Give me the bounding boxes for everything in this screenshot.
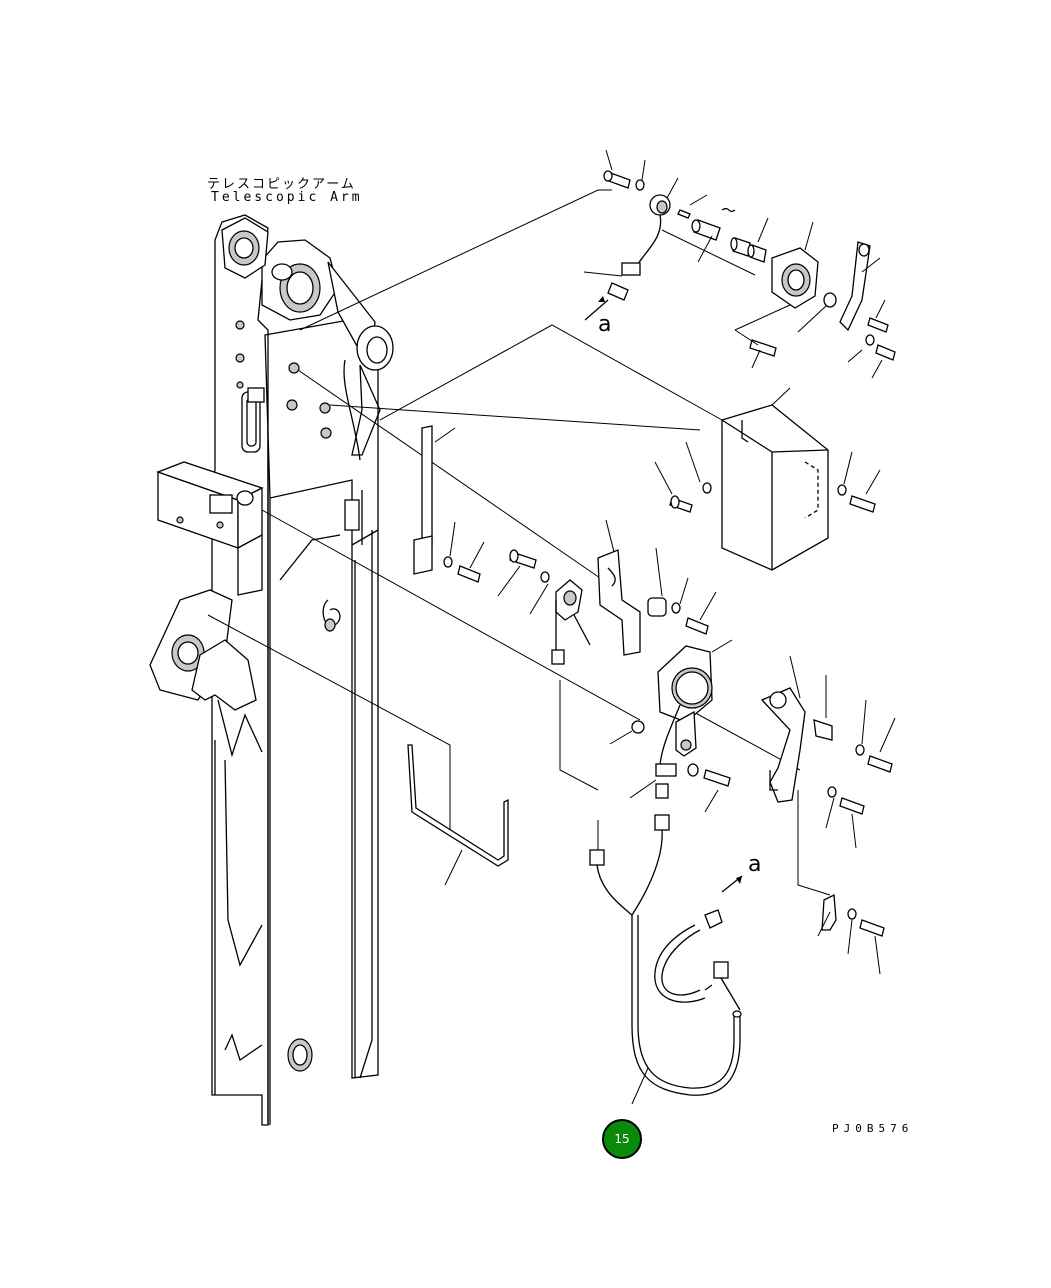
wire-harness [589, 814, 743, 1105]
view-a-callout-top: a [598, 312, 612, 337]
drawing-code: PJ0B576 [832, 1122, 914, 1135]
title-english: Telescopic Arm [211, 190, 363, 205]
page-number-badge[interactable]: 15 [602, 1119, 642, 1159]
sensor-cover [654, 387, 881, 571]
middle-bracket-parts [413, 425, 717, 665]
view-a-callout-bottom: a [748, 852, 762, 877]
lower-sensor-unit [609, 639, 896, 975]
upper-sensor-assembly [583, 149, 896, 379]
telescopic-arm-body [149, 214, 394, 1126]
hook-rod [407, 744, 509, 886]
title-japanese: テレスコピックアーム [207, 177, 356, 192]
assembly-leader-lines [207, 189, 831, 896]
